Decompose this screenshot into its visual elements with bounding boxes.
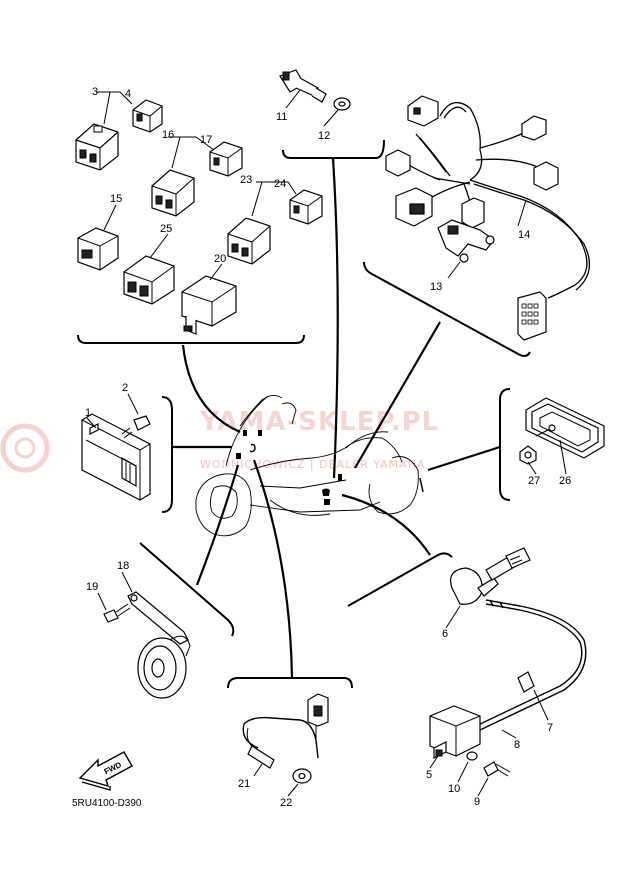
- part-2-bolt: [121, 415, 151, 439]
- callout-6: 6: [442, 628, 448, 640]
- bracket-rectifier: [161, 396, 173, 513]
- callout-14: 14: [518, 229, 530, 241]
- part-10-washer: [466, 751, 478, 761]
- group-brackets: [77, 139, 531, 689]
- part-23-connector: [227, 217, 271, 265]
- motorcycle-outline: [195, 395, 419, 537]
- rectifier-group: [81, 393, 151, 501]
- callout-7: 7: [547, 722, 553, 734]
- part-17-connector: [209, 141, 243, 177]
- part-22-collar: [292, 768, 312, 784]
- callout-10: 10: [448, 783, 460, 795]
- part-26-reflector: [525, 397, 605, 459]
- harness-group: [385, 95, 591, 341]
- callout-13: 13: [430, 281, 442, 293]
- watermark: YAMA-SKLEP.PL WODNICHOWICZ | DEALER YAMA…: [0, 407, 439, 473]
- part-18-horn: [137, 635, 191, 699]
- callout-11: 11: [276, 111, 287, 123]
- harness-connector-pins: [521, 303, 539, 325]
- callout-9: 9: [474, 796, 480, 808]
- relay-group: [75, 91, 323, 335]
- part-27-nut: [519, 424, 556, 465]
- part-3-connector: [75, 123, 119, 171]
- callout-15: 15: [110, 193, 122, 205]
- part-1-rectifier-regulator: [81, 413, 151, 501]
- callout-12: 12: [318, 130, 330, 142]
- callout-24: 24: [274, 178, 286, 190]
- part-5-ignition-coil: [429, 705, 481, 759]
- callout-17: 17: [200, 134, 212, 146]
- diagram-code: 5RU4100-D390: [72, 798, 142, 809]
- bracket-relays: [77, 334, 305, 344]
- callout-20: 20: [214, 253, 226, 265]
- callout-1: 1: [85, 407, 91, 419]
- part-12-washer: [333, 97, 351, 111]
- sensor-group: [279, 69, 351, 127]
- callout-23: 23: [240, 174, 252, 186]
- bracket-horn: [139, 542, 235, 637]
- part-13-sensor-bracket: [437, 219, 495, 263]
- bracket-sidestand: [227, 677, 353, 689]
- watermark-sub: WODNICHOWICZ | DEALER YAMAHA: [200, 458, 426, 471]
- part-6-spark-plug-cap: [450, 547, 531, 605]
- callout-5: 5: [426, 769, 432, 781]
- part-19-bolt: [103, 603, 131, 623]
- bracket-sensor: [282, 139, 385, 159]
- part-9-bolt: [483, 761, 511, 777]
- callout-2: 2: [122, 382, 128, 394]
- callout-19: 19: [86, 581, 98, 593]
- part-11-neutral-switch: [279, 69, 327, 103]
- bike-part-markers: [236, 430, 424, 505]
- part-20-flasher-relay: [181, 275, 237, 335]
- callout-16: 16: [162, 129, 174, 141]
- bracket-ignition: [347, 552, 453, 607]
- callout-3: 3: [92, 86, 98, 98]
- watermark-main: YAMA-SKLEP.PL: [199, 407, 439, 437]
- part-25-relay: [123, 255, 175, 305]
- callout-numbers: 1 2 3 4 5 6 7 8 9 10 11 12 13 14 15 16 1…: [85, 86, 571, 809]
- fwd-direction-icon: FWD: [78, 751, 133, 791]
- part-16-connector: [151, 169, 195, 217]
- callout-25: 25: [160, 223, 172, 235]
- part-4-connector: [132, 99, 163, 133]
- part-8-ignition-coil-lead: [475, 599, 587, 731]
- callout-18: 18: [117, 560, 129, 572]
- callout-21: 21: [238, 778, 250, 790]
- part-24-connector: [289, 189, 323, 225]
- horn-group: [97, 571, 191, 699]
- sidestand-switch-group: [242, 693, 329, 797]
- part-15-relay: [77, 227, 119, 271]
- bracket-reflector: [499, 388, 511, 501]
- ignition-group: [429, 547, 587, 797]
- part-21-sidestand-switch: [242, 693, 329, 769]
- callout-4: 4: [125, 88, 131, 100]
- bracket-harness: [363, 261, 531, 357]
- leader-lines: [172, 157, 501, 679]
- callout-26: 26: [559, 475, 571, 487]
- reflector-group: [519, 397, 605, 475]
- part-7-clamp: [517, 671, 535, 693]
- callout-27: 27: [528, 475, 540, 487]
- callout-8: 8: [514, 739, 520, 751]
- callout-22: 22: [280, 797, 292, 809]
